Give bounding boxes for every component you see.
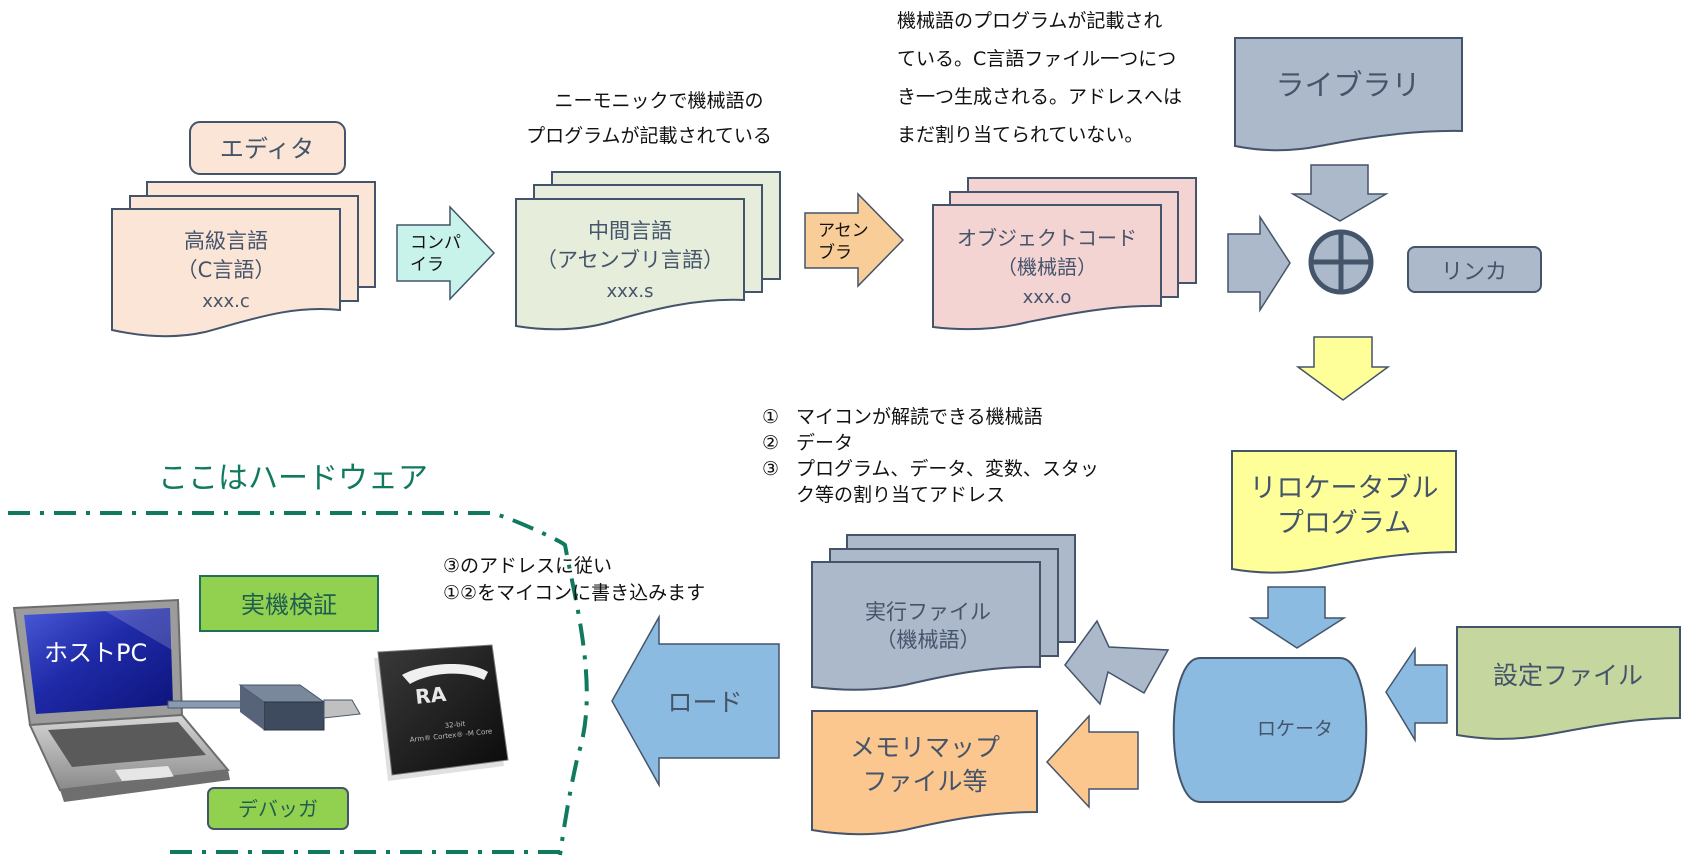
chip-bits: 32-bit xyxy=(444,720,466,730)
load-label: ロード xyxy=(667,688,742,717)
hardware-title: ここはハードウェア xyxy=(158,461,428,496)
high-level-title: 高級言語 xyxy=(184,229,268,253)
object-to-linker-arrow xyxy=(1227,214,1291,313)
object-code-subtitle: （機械語） xyxy=(997,255,1097,279)
library-document: ライブラリ xyxy=(1234,37,1463,152)
document-sheet-front xyxy=(811,561,1041,691)
executable-documents: 実行ファイル （機械語） xyxy=(811,534,1076,691)
list-item: ① マイコンが解読できる機械語 xyxy=(762,404,1099,430)
document-sheet-front xyxy=(111,208,341,338)
mnemonic-note-line1: ニーモニックで機械語の xyxy=(554,90,764,112)
intermediate-subtitle: （アセンブリ言語） xyxy=(536,248,724,272)
settings-file-document: 設定ファイル xyxy=(1456,626,1681,740)
compiler-label-line1: コンパ xyxy=(410,233,461,253)
assembler-arrow: アセン ブラ xyxy=(804,192,905,288)
chip-brand: RA xyxy=(414,682,448,709)
debugger-label: デバッガ xyxy=(238,797,318,821)
high-level-subtitle: （C言語） xyxy=(177,258,276,282)
memory-map-title: メモリマップ xyxy=(850,733,1000,762)
list-item: ② データ xyxy=(762,430,1099,456)
settings-to-locator-arrow-head xyxy=(1385,646,1448,743)
assembler-label-line2: ブラ xyxy=(818,242,852,263)
relocatable-title: リロケータブル xyxy=(1250,473,1439,504)
debugger-label-box: デバッガ xyxy=(207,787,349,830)
list-item-number: ③ xyxy=(762,458,780,480)
object-code-documents: オブジェクトコード （機械語） xxx.o xyxy=(932,177,1197,331)
memory-map-subtitle: ファイル等 xyxy=(862,767,987,796)
intermediate-title: 中間言語 xyxy=(588,219,672,243)
locator-to-memory-map-arrow xyxy=(1045,714,1139,809)
locator-process: ロケータ xyxy=(1172,657,1368,803)
verification-label: 実機検証 xyxy=(241,591,337,619)
linker-label: リンカ xyxy=(1441,260,1507,285)
object-code-note-line4: まだ割り当てられていない。 xyxy=(897,124,1144,146)
relocatable-subtitle: プログラム xyxy=(1277,508,1411,539)
executable-title: 実行ファイル xyxy=(865,600,991,624)
verification-label-box: 実機検証 xyxy=(199,575,379,632)
object-code-filename: xxx.o xyxy=(1023,287,1072,308)
load-arrow: ロード xyxy=(611,614,780,788)
intermediate-source-documents: 中間言語 （アセンブリ言語） xxx.s xyxy=(515,171,781,331)
load-note-line1: ③のアドレスに従い xyxy=(443,555,613,577)
host-pc-label: ホストPC xyxy=(44,639,147,667)
mnemonic-note: ニーモニックで機械語の プログラムが記載されている xyxy=(526,84,784,154)
relocatable-program-document: リロケータブル プログラム xyxy=(1231,450,1457,574)
list-item-text: プログラム、データ、変数、スタッ xyxy=(796,458,1099,480)
list-item-text: マイコンが解読できる機械語 xyxy=(796,406,1043,428)
list-item: ク等の割り当てアドレス xyxy=(762,482,1099,508)
list-item: ③ プログラム、データ、変数、スタッ xyxy=(762,456,1099,482)
object-code-note-line1: 機械語のプログラムが記載され xyxy=(897,10,1163,32)
mnemonic-note-line2: プログラムが記載されている xyxy=(526,125,772,147)
high-level-source-documents: 高級言語 （C言語） xxx.c xyxy=(111,181,376,338)
memory-map-document: メモリマップ ファイル等 xyxy=(811,710,1038,836)
object-code-note-line2: ている。C言語ファイル一つにつ xyxy=(897,48,1177,70)
microcontroller-chip-icon: RA 32-bit Arm® Cortex® -M Core xyxy=(374,644,509,781)
editor-label: エディタ xyxy=(220,135,314,163)
high-level-filename: xxx.c xyxy=(202,291,250,312)
object-code-note-line3: き一つ生成される。アドレスへは xyxy=(897,86,1183,108)
list-item-number xyxy=(762,482,796,508)
linker-to-relocatable-arrow xyxy=(1295,336,1391,401)
library-label: ライブラリ xyxy=(1275,68,1420,102)
compiler-label-line2: イラ xyxy=(410,255,444,275)
assembler-label-line1: アセン xyxy=(818,221,869,241)
linker-label-box: リンカ xyxy=(1407,246,1542,293)
executable-subtitle: （機械語） xyxy=(876,628,981,652)
intermediate-filename: xxx.s xyxy=(606,281,653,302)
hardware-boundary-dashdot xyxy=(8,511,589,856)
executable-contents-list: ① マイコンが解読できる機械語 ② データ ③ プログラム、データ、変数、スタッ ク等… xyxy=(762,404,1099,508)
locator-label: ロケータ xyxy=(1257,718,1333,740)
library-to-linker-arrow xyxy=(1290,164,1389,222)
object-code-title: オブジェクトコード xyxy=(957,226,1137,250)
document-sheet-front xyxy=(932,204,1162,331)
debug-probe-icon xyxy=(167,684,361,731)
list-item-number: ① xyxy=(762,406,780,428)
object-code-note: 機械語のプログラムが記載され ている。C言語ファイル一つにつ き一つ生成される。… xyxy=(897,2,1182,154)
load-note-line2: ①②をマイコンに書き込みます xyxy=(443,582,706,604)
linker-combine-symbol-icon xyxy=(1308,229,1374,295)
host-pc-laptop-icon: ホストPC xyxy=(12,598,230,802)
relocatable-to-locator-arrow xyxy=(1248,586,1347,649)
compiler-arrow: コンパ イラ xyxy=(396,205,496,301)
settings-file-label: 設定ファイル xyxy=(1493,661,1643,690)
load-note: ③のアドレスに従い ①②をマイコンに書き込みます xyxy=(443,553,705,607)
list-item-number: ② xyxy=(762,432,780,454)
list-item-text: ク等の割り当てアドレス xyxy=(796,484,1006,506)
editor-label-box: エディタ xyxy=(189,121,346,175)
list-item-text: データ xyxy=(796,432,854,454)
locator-to-executable-arrow xyxy=(1064,619,1170,706)
document-sheet-front xyxy=(515,198,745,331)
